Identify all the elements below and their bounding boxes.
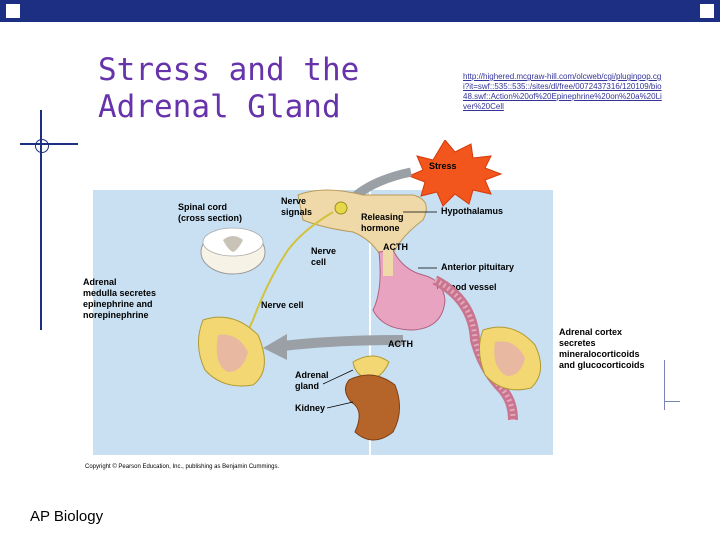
decor-horizontal-line — [20, 143, 78, 145]
label-blood-vessel: Blood vessel — [441, 282, 497, 292]
banner-square-icon — [700, 4, 714, 18]
leader-adrenal-gland — [322, 369, 354, 385]
acth-arrow — [282, 335, 404, 351]
decor-right-line — [664, 360, 665, 410]
label-adrenal-cortex-2: secretes — [559, 338, 596, 348]
label-nerve-signals-1: Nerve — [281, 196, 306, 206]
label-nerve-signals-2: signals — [281, 207, 312, 217]
adrenal-medulla-core — [216, 334, 248, 372]
title-line-1: Stress and the — [98, 52, 360, 88]
label-spinal-cord-2: (cross section) — [178, 213, 242, 223]
label-acth-top: ACTH — [383, 242, 408, 252]
label-releasing-hormone-1: Releasing — [361, 212, 404, 222]
label-adrenal-medulla-3: epinephrine and — [83, 299, 153, 309]
decor-right-tick — [664, 401, 680, 402]
adrenal-cortex-core — [494, 341, 525, 376]
banner-square-icon — [6, 4, 20, 18]
nerve-cell-body — [334, 201, 348, 215]
label-nerve-cell-mid: Nerve cell — [261, 300, 304, 310]
label-kidney: Kidney — [295, 403, 325, 413]
title-line-2: Adrenal Gland — [98, 89, 341, 125]
label-releasing-hormone-2: hormone — [361, 223, 400, 233]
stress-adrenal-diagram: Stress Hypothalamus Releasing hormone AC… — [83, 140, 645, 470]
label-acth-bottom: ACTH — [388, 339, 413, 349]
hypothalamus-shape — [297, 189, 427, 261]
label-adrenal-cortex-3: mineralocorticoids — [559, 349, 640, 359]
acth-arrow-head-icon — [263, 334, 287, 360]
top-banner — [0, 0, 720, 22]
footer-label: AP Biology — [30, 508, 104, 525]
label-nerve-cell-top-2: cell — [311, 257, 326, 267]
pituitary-stalk — [383, 236, 393, 276]
label-adrenal-gland-1: Adrenal — [295, 370, 329, 380]
label-adrenal-medulla-2: medulla secretes — [83, 288, 156, 298]
label-spinal-cord-1: Spinal cord — [178, 202, 227, 212]
label-stress: Stress — [429, 161, 457, 171]
stress-burst-icon — [407, 140, 503, 207]
label-adrenal-cortex-1: Adrenal cortex — [559, 327, 622, 337]
label-adrenal-cortex-4: and glucocorticoids — [559, 360, 645, 370]
adrenal-gland-icon — [352, 355, 390, 381]
slide-title: Stress and the Adrenal Gland — [98, 52, 398, 126]
crosshair-icon — [35, 139, 49, 153]
label-adrenal-medulla-1: Adrenal — [83, 277, 117, 287]
label-adrenal-medulla-4: norepinephrine — [83, 310, 149, 320]
label-adrenal-gland-2: gland — [295, 381, 319, 391]
kidney-icon — [345, 374, 400, 441]
spinal-grey-matter — [223, 236, 243, 252]
leader-kidney — [326, 401, 354, 409]
decor-vertical-line — [40, 110, 42, 330]
label-hypothalamus: Hypothalamus — [441, 206, 503, 216]
copyright-text: Copyright © Pearson Education, Inc., pub… — [85, 463, 280, 470]
label-anterior-pituitary: Anterior pituitary — [441, 262, 514, 272]
label-nerve-cell-top-1: Nerve — [311, 246, 336, 256]
source-link[interactable]: http://highered.mcgraw-hill.com/olcweb/c… — [463, 72, 662, 111]
